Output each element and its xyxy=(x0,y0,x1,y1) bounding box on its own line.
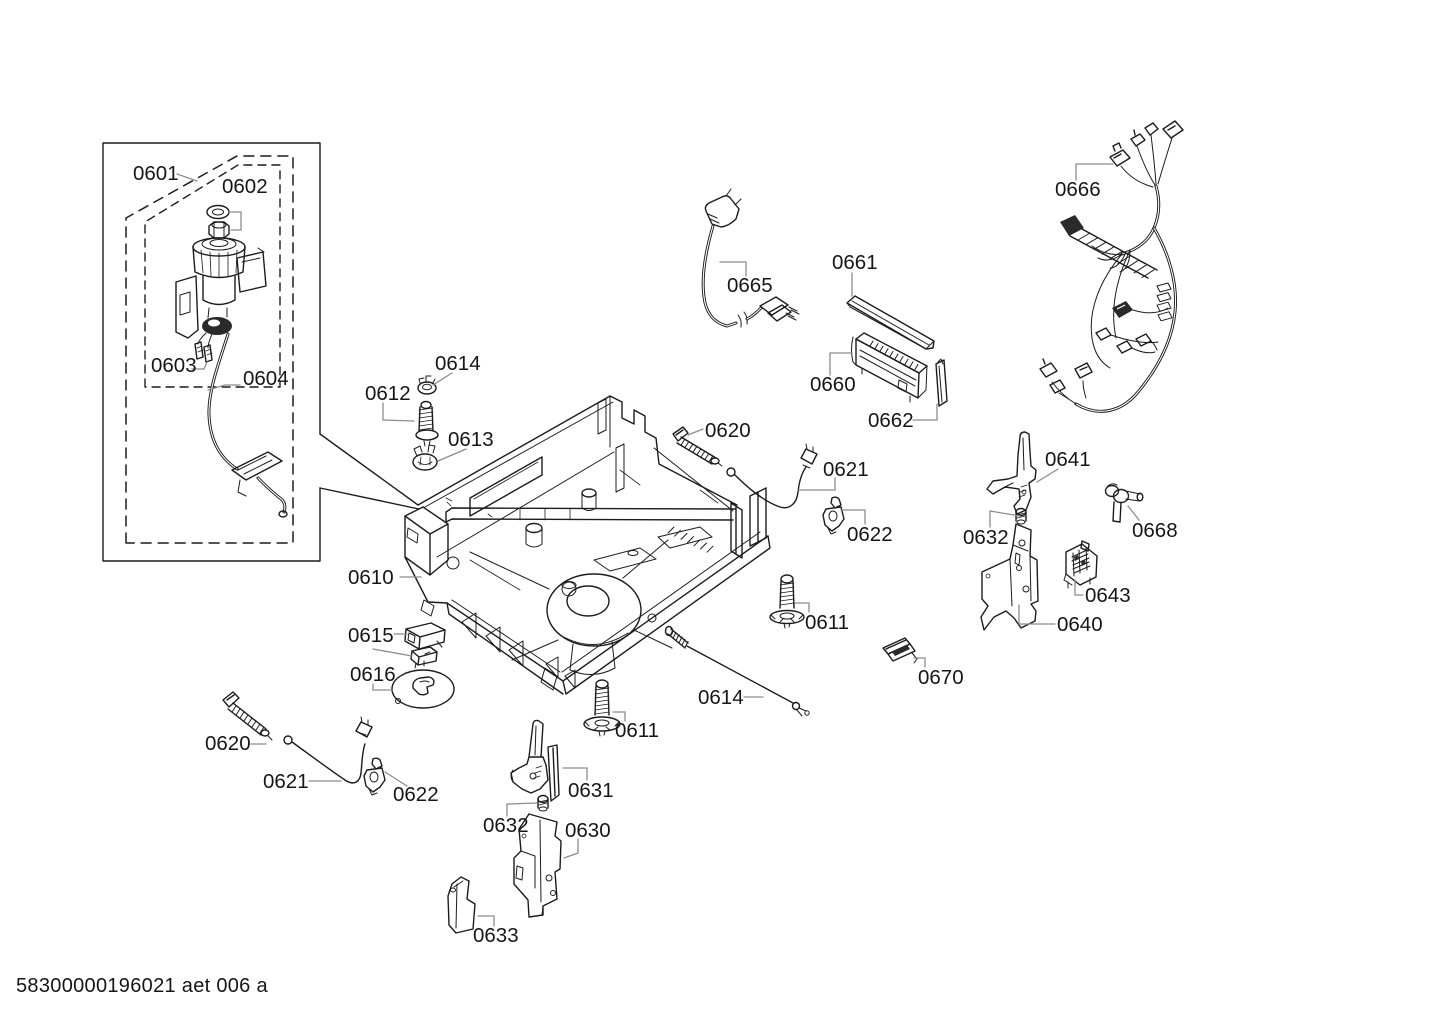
part-0610-base xyxy=(404,395,771,695)
part-0615-box xyxy=(404,622,446,669)
part-label-0612: 0612 xyxy=(365,382,411,405)
part-0620-spring-left xyxy=(222,691,273,741)
part-label-0640: 0640 xyxy=(1057,613,1103,636)
part-label-0614: 0614 xyxy=(435,352,481,375)
part-label-0620-2: 0620 xyxy=(705,419,751,442)
part-label-0641: 0641 xyxy=(1045,448,1091,471)
part-0622-bracket-bottom xyxy=(363,757,386,796)
part-0668-sensor xyxy=(1104,483,1144,523)
part-label-0622-2: 0622 xyxy=(847,523,893,546)
part-label-0616: 0616 xyxy=(350,663,396,686)
part-0602-seal xyxy=(206,204,230,239)
part-label-0668: 0668 xyxy=(1132,519,1178,542)
part-label-0614-2: 0614 xyxy=(698,686,744,709)
part-label-0610: 0610 xyxy=(348,566,394,589)
part-label-0665: 0665 xyxy=(727,274,773,297)
part-0611-foot-bottom xyxy=(583,679,621,737)
part-0620-spring-top xyxy=(672,426,723,467)
part-0622-bracket-top xyxy=(822,496,845,535)
part-label-0604: 0604 xyxy=(243,367,289,390)
part-label-0620: 0620 xyxy=(205,732,251,755)
part-label-0611-2: 0611 xyxy=(615,719,659,742)
part-label-0613: 0613 xyxy=(448,428,494,451)
document-number: 58300000196021 aet 006 a xyxy=(16,975,268,997)
part-0665-power-cord xyxy=(701,188,800,328)
part-0661-cover-strip xyxy=(846,295,935,350)
part-0616-disc xyxy=(391,669,455,709)
part-label-0632: 0632 xyxy=(963,526,1009,549)
part-0640-bracket xyxy=(980,523,1039,631)
part-label-0621-2: 0621 xyxy=(823,458,869,481)
part-0633-bracket xyxy=(447,876,476,934)
part-0614-nut xyxy=(417,375,437,395)
part-label-0660: 0660 xyxy=(810,373,856,396)
part-label-0662: 0662 xyxy=(868,409,914,432)
part-0631-lever xyxy=(510,719,560,802)
part-0643-connector xyxy=(1063,540,1098,589)
part-label-0601: 0601 xyxy=(133,162,179,185)
dashed-assembly-outline xyxy=(125,155,294,544)
part-0662-panel xyxy=(935,358,948,407)
part-0603-terminals xyxy=(194,332,213,363)
part-label-0630: 0630 xyxy=(565,819,611,842)
part-label-0661: 0661 xyxy=(832,251,878,274)
part-label-0615: 0615 xyxy=(348,624,394,647)
part-0614-rod xyxy=(664,625,810,717)
part-0621-cable-top xyxy=(726,443,818,509)
part-0601-valve xyxy=(175,237,267,339)
part-0670-clip xyxy=(882,637,918,664)
part-0666-wiring-harness xyxy=(1039,120,1184,413)
part-label-0633: 0633 xyxy=(473,924,519,947)
part-0604-hose-connector xyxy=(207,332,288,518)
part-label-0602: 0602 xyxy=(222,175,268,198)
part-0611-foot-right xyxy=(769,574,805,629)
part-0630-bracket xyxy=(513,813,562,918)
part-0660-module xyxy=(851,332,928,403)
part-label-0643: 0643 xyxy=(1085,584,1131,607)
part-label-0622: 0622 xyxy=(393,783,439,806)
part-label-0603: 0603 xyxy=(151,354,197,377)
part-label-0631: 0631 xyxy=(568,779,614,802)
leader-lines xyxy=(176,163,1140,927)
callout-box xyxy=(102,142,420,562)
part-label-0670: 0670 xyxy=(918,666,964,689)
part-label-0632-2: 0632 xyxy=(483,814,529,837)
part-labels: 0601 0602 0603 0604 0612 0614 0613 0610 0615 0616… xyxy=(133,162,1178,947)
part-label-0611: 0611 xyxy=(805,611,849,634)
part-0632-roller-right xyxy=(1015,507,1027,525)
dashed-valve-outline xyxy=(144,164,281,388)
part-label-0666: 0666 xyxy=(1055,178,1101,201)
part-0632-roller-bottom xyxy=(537,794,549,812)
part-0612-screw xyxy=(415,400,439,447)
part-label-0621: 0621 xyxy=(263,770,309,793)
part-0613-clip xyxy=(412,444,438,471)
part-0641-lever xyxy=(986,431,1037,515)
part-0621-cable-bottom xyxy=(283,716,373,784)
